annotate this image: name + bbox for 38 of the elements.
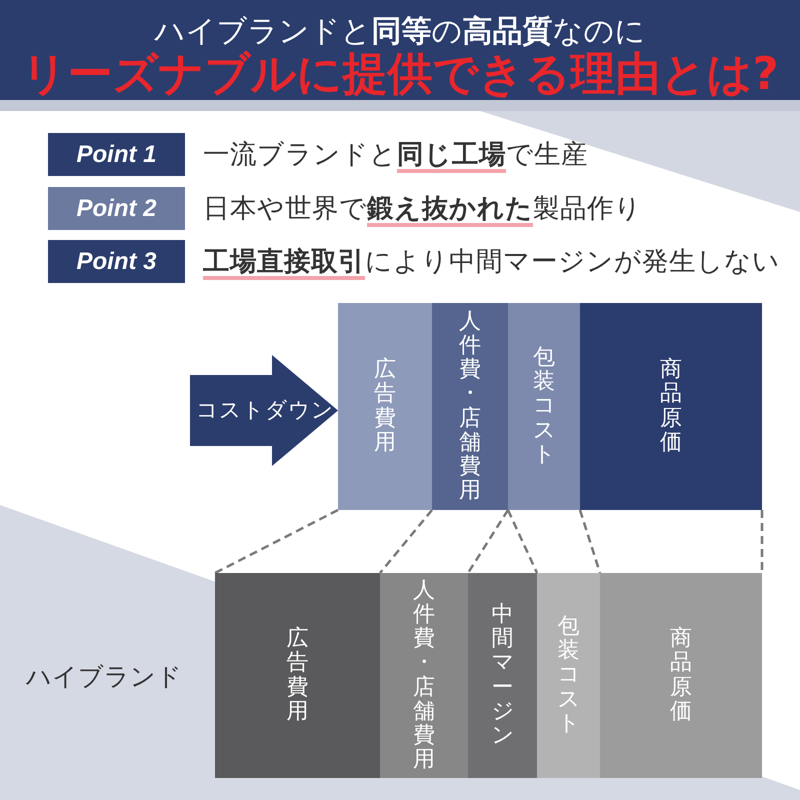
cost-item-label: 人件費・店舗費用	[459, 310, 481, 504]
point-tag	[48, 133, 185, 176]
subtitle-text: リーズナブルに提供できる理由とは?	[21, 50, 779, 98]
cost-item-label: 広告費用	[286, 627, 308, 724]
cost-item-label: 中間マージン	[492, 602, 514, 748]
cost-segment	[432, 303, 508, 510]
point-description: 工場直接取引により中間マージンが発生しない	[203, 244, 780, 278]
dashed-connector	[578, 510, 602, 574]
cost-segment	[468, 573, 537, 778]
point-number: Point 1	[76, 140, 156, 168]
cost-item-label: 商品原価	[660, 358, 682, 455]
cost-item-label: 商品原価	[670, 627, 692, 724]
cost-segment	[338, 303, 432, 510]
cost-segment	[600, 573, 762, 778]
dashed-connector	[379, 509, 433, 574]
cost-segment	[580, 303, 762, 510]
title-text: ハイブランドと同等の高品質なのに	[154, 13, 646, 50]
dashed-connector	[466, 509, 510, 574]
row-label: ハイブランド	[26, 662, 182, 692]
point-description: 日本や世界で鍛え抜かれた製品作り	[203, 192, 642, 226]
point-tag	[48, 187, 185, 230]
block-arrow	[190, 355, 338, 466]
cost-item-label: 包装コスト	[533, 346, 555, 467]
dashed-connector	[760, 510, 764, 573]
cost-segment	[215, 573, 380, 778]
point-description: 一流ブランドと同じ工場で生産	[203, 138, 588, 172]
cost-segment	[508, 303, 580, 510]
point-number: Point 3	[76, 248, 156, 276]
point-number: Point 2	[76, 194, 156, 222]
cost-item-label: 広告費用	[374, 358, 396, 455]
cost-segment	[380, 573, 468, 778]
dashed-connector	[214, 508, 339, 574]
cost-item-label: 人件費・店舗費用	[413, 578, 435, 772]
cost-segment	[537, 573, 600, 778]
dashed-connector	[506, 509, 538, 574]
point-tag	[48, 240, 185, 283]
arrow-label: コストダウン	[196, 398, 334, 424]
cost-item-label: 包装コスト	[558, 615, 580, 736]
